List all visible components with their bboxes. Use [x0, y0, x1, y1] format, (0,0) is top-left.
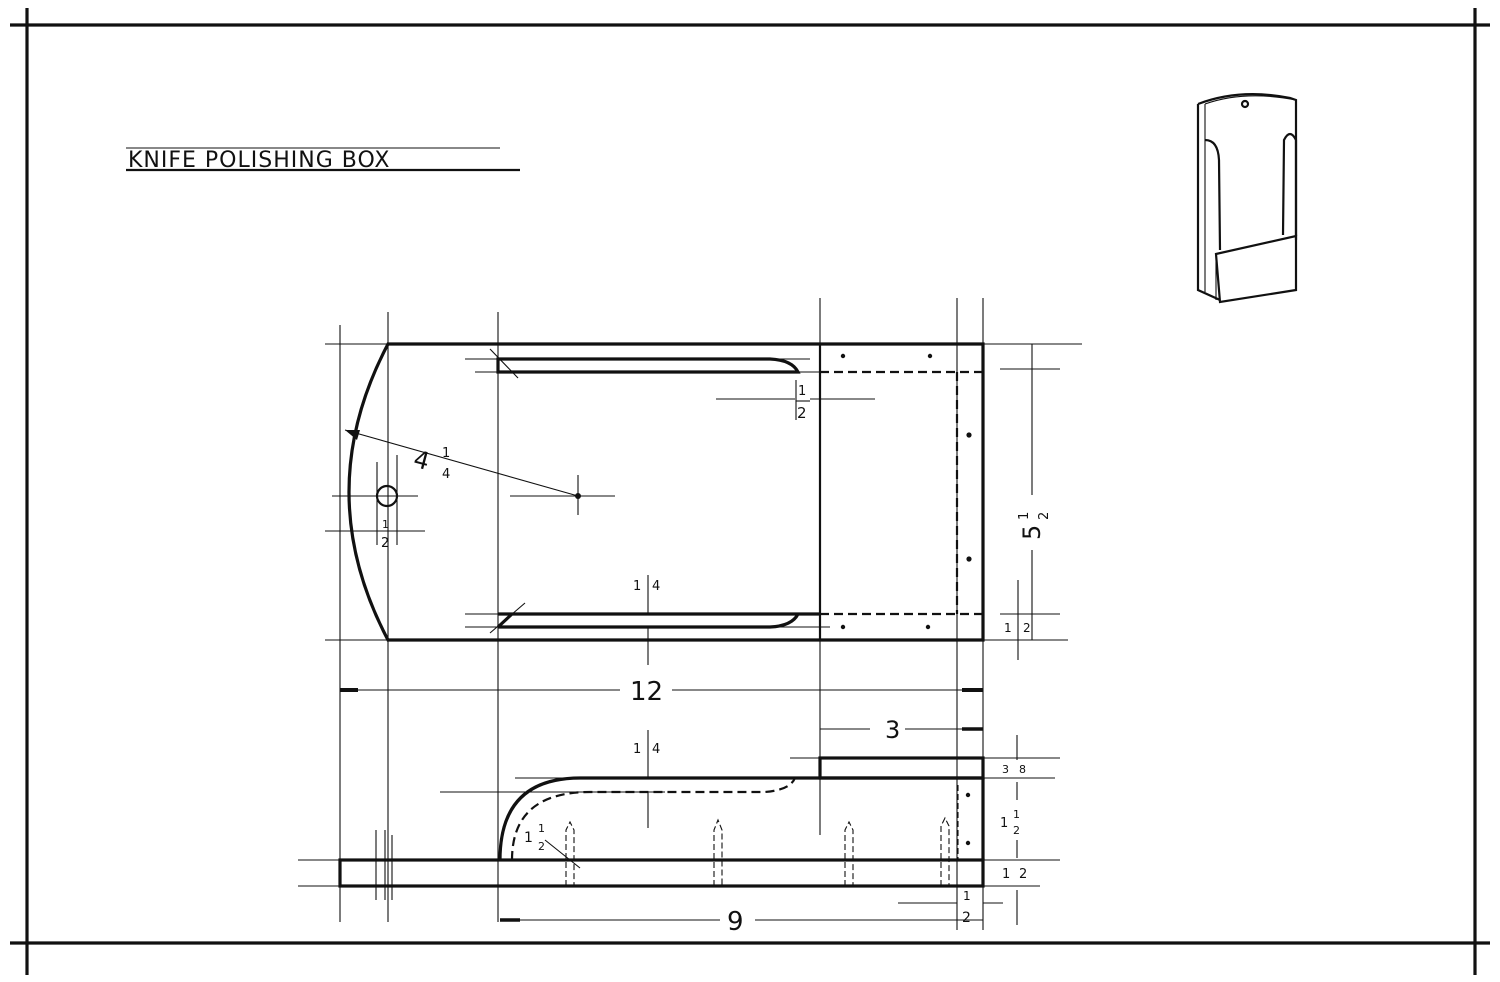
side-view: [298, 730, 1060, 900]
svg-text:4: 4: [652, 742, 660, 757]
svg-text:2: 2: [962, 910, 971, 926]
dim-upright-thickness: 1 4: [633, 742, 660, 757]
svg-text:1: 1: [1002, 867, 1010, 882]
top-view: [325, 298, 1082, 930]
dim-base-length: 9: [500, 907, 983, 937]
svg-text:4: 4: [411, 445, 433, 476]
svg-text:1: 1: [798, 384, 806, 399]
svg-text:1: 1: [1017, 512, 1032, 520]
svg-text:5: 5: [1018, 525, 1046, 540]
title-block: KNIFE POLISHING BOX: [126, 147, 520, 173]
dim-bend-radius: 1 1 2: [524, 822, 545, 853]
svg-text:8: 8: [1019, 763, 1026, 776]
svg-text:2: 2: [381, 536, 389, 551]
svg-text:1: 1: [524, 830, 533, 846]
svg-text:3: 3: [1002, 763, 1009, 776]
svg-text:1: 1: [963, 889, 971, 903]
dim-slot-gap: 1 2: [716, 380, 875, 422]
svg-text:2: 2: [538, 840, 545, 853]
svg-text:1: 1: [1013, 808, 1020, 821]
dim-overall-length: 12: [340, 677, 983, 707]
svg-text:4: 4: [442, 467, 450, 482]
svg-text:3: 3: [885, 716, 900, 744]
svg-text:1: 1: [538, 822, 545, 835]
nail-icons: [565, 816, 950, 886]
svg-text:2: 2: [1037, 512, 1052, 520]
svg-text:1: 1: [382, 518, 389, 531]
svg-text:1: 1: [633, 579, 641, 594]
dim-edge-top: 1 2: [1004, 580, 1031, 660]
svg-text:1: 1: [1004, 621, 1012, 635]
svg-text:1: 1: [442, 446, 450, 461]
svg-text:9: 9: [727, 907, 744, 937]
dim-width: 5 1 2: [1017, 344, 1052, 640]
sheet-border: [10, 8, 1490, 975]
dim-radius: 4 1 4: [411, 445, 451, 482]
svg-text:2: 2: [1019, 867, 1027, 882]
svg-text:1: 1: [1000, 816, 1008, 831]
dim-front-length: 3: [820, 716, 983, 744]
dim-right-stack: 3 8 1 1 2 1 2: [1000, 735, 1027, 925]
drawing-title: KNIFE POLISHING BOX: [128, 148, 390, 173]
dim-end-thickness: 1 2: [898, 889, 1003, 926]
svg-text:2: 2: [1023, 621, 1031, 635]
svg-text:2: 2: [797, 404, 807, 422]
svg-text:12: 12: [630, 677, 663, 707]
svg-text:2: 2: [1013, 824, 1020, 837]
dim-slot-depth: 1 4: [633, 575, 660, 665]
svg-text:4: 4: [652, 579, 660, 594]
dim-hole: 1 2: [381, 518, 389, 551]
isometric-box-illustration: [1196, 93, 1298, 304]
svg-text:1: 1: [633, 742, 641, 757]
